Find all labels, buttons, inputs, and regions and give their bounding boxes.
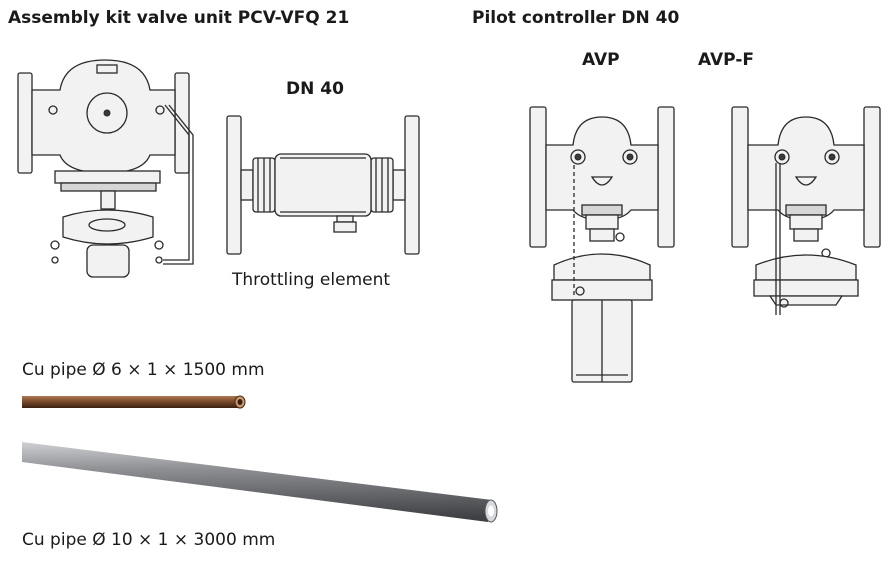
pilot-controller-heading: Pilot controller DN 40 <box>472 8 680 28</box>
assembly-kit-heading: Assembly kit valve unit PCV-VFQ 21 <box>8 8 350 28</box>
valve-unit-drawing <box>17 59 194 278</box>
throttling-element-caption: Throttling element <box>232 270 391 290</box>
small-copper-pipe <box>22 395 246 409</box>
avp-label: AVP <box>582 50 620 70</box>
large-steel-pipe <box>22 442 498 523</box>
throttling-element-drawing <box>226 115 420 255</box>
throttling-size-label: DN 40 <box>286 79 344 99</box>
large-pipe-label: Cu pipe Ø 10 × 1 × 3000 mm <box>22 530 276 550</box>
avp-f-label: AVP-F <box>698 50 754 70</box>
avp-controller-drawing <box>529 106 675 383</box>
small-pipe-label: Cu pipe Ø 6 × 1 × 1500 mm <box>22 360 265 380</box>
avp-f-controller-drawing <box>731 106 881 315</box>
